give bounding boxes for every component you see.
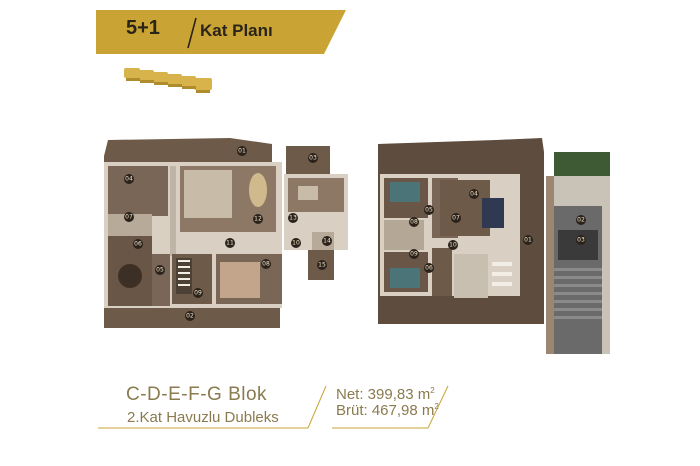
floor-plan-upper — [378, 138, 610, 354]
svg-text:13: 13 — [289, 215, 297, 222]
svg-text:05: 05 — [425, 207, 433, 214]
gross-area-text: Brüt: 467,98 m — [336, 402, 435, 419]
svg-text:03: 03 — [309, 155, 317, 162]
floor-plan-lower — [104, 138, 282, 328]
gross-area-unit-sup: 2 — [434, 402, 439, 411]
room-label-03 — [308, 153, 318, 163]
room-label-04 — [124, 174, 134, 184]
svg-text:14: 14 — [323, 238, 331, 245]
room-count: 5+1 — [126, 17, 160, 39]
floor-description: 2.Kat Havuzlu Dubleks — [127, 409, 279, 426]
room-label-r04 — [469, 189, 479, 199]
room-label-r01 — [523, 235, 533, 245]
svg-text:01: 01 — [238, 148, 246, 155]
room-label-13 — [288, 213, 298, 223]
room-label-08 — [261, 259, 271, 269]
room-label-11 — [225, 238, 235, 248]
plan-title: Kat Planı — [200, 21, 273, 40]
room-label-r02 — [576, 215, 586, 225]
room-label-r03 — [576, 235, 586, 245]
svg-text:02: 02 — [186, 313, 194, 320]
room-label-09 — [193, 288, 203, 298]
svg-text:02: 02 — [577, 217, 585, 224]
block-names: C-D-E-F-G Blok — [126, 384, 268, 405]
svg-text:10: 10 — [449, 242, 457, 249]
svg-text:08: 08 — [410, 219, 418, 226]
room-label-05 — [155, 265, 165, 275]
floor-plan-lower-kitchen — [284, 146, 348, 280]
svg-text:05: 05 — [156, 267, 164, 274]
net-area: Net: 399,83 m2 — [336, 386, 435, 403]
svg-text:09: 09 — [194, 290, 202, 297]
room-label-02 — [185, 311, 195, 321]
svg-text:08: 08 — [262, 261, 270, 268]
room-label-06 — [133, 239, 143, 249]
header-banner — [96, 10, 346, 54]
room-label-07 — [124, 212, 134, 222]
room-label-12 — [253, 214, 263, 224]
room-label-10 — [291, 238, 301, 248]
floor-plan-upper-labels: 01 02 03 04 05 06 07 08 09 10 — [409, 189, 586, 273]
brand-logo — [124, 68, 212, 93]
svg-text:06: 06 — [134, 241, 142, 248]
room-label-r10 — [448, 240, 458, 250]
room-label-r07 — [451, 213, 461, 223]
footer-divider-lines — [98, 385, 449, 429]
room-label-01 — [237, 146, 247, 156]
svg-text:15: 15 — [318, 262, 326, 269]
room-label-r06 — [424, 263, 434, 273]
svg-text:01: 01 — [524, 237, 532, 244]
floor-plan-lower-labels: 01 02 03 04 05 06 07 08 09 10 11 12 13 1… — [124, 146, 332, 321]
svg-text:07: 07 — [452, 215, 460, 222]
net-area-text: Net: 399,83 m — [336, 386, 431, 403]
gross-area: Brüt: 467,98 m2 — [336, 402, 439, 419]
svg-text:11: 11 — [226, 240, 234, 247]
room-label-r08 — [409, 217, 419, 227]
svg-text:03: 03 — [577, 237, 585, 244]
svg-text:04: 04 — [470, 191, 478, 198]
svg-text:12: 12 — [254, 216, 262, 223]
svg-text:06: 06 — [425, 265, 433, 272]
svg-text:09: 09 — [410, 251, 418, 258]
svg-text:07: 07 — [125, 214, 133, 221]
svg-text:04: 04 — [125, 176, 133, 183]
room-label-14 — [322, 236, 332, 246]
room-label-r09 — [409, 249, 419, 259]
room-label-15 — [317, 260, 327, 270]
net-area-unit-sup: 2 — [430, 386, 435, 395]
room-label-r05 — [424, 205, 434, 215]
svg-text:10: 10 — [292, 240, 300, 247]
